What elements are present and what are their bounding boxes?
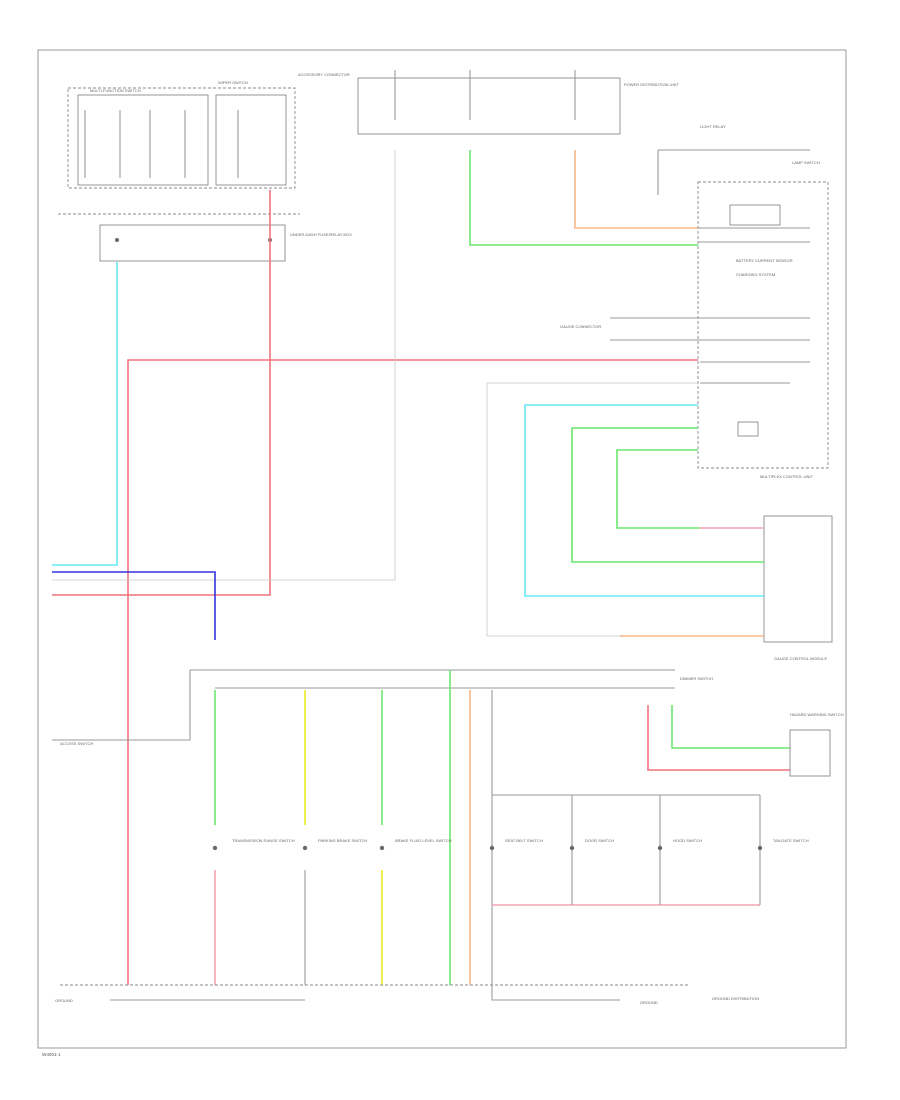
pdu-label: POWER DISTRIBUTION UNIT bbox=[624, 82, 679, 87]
gauge-control-module: GAUGE CONTROL MODULE bbox=[763, 515, 833, 661]
sw3-label: BRAKE FLUID LEVEL SWITCH bbox=[395, 838, 452, 843]
left-access-label: ACCESS SWITCH bbox=[60, 741, 93, 746]
ground-right-label: GROUND DISTRIBUTION bbox=[712, 996, 759, 1001]
meter-internal-wiring: GAUGE CONNECTOR bbox=[560, 227, 810, 384]
accessory-connector-label: ACCESSORY CONNECTOR bbox=[298, 72, 350, 77]
diagram-frame bbox=[37, 49, 847, 1049]
ground-left-label: GROUND bbox=[55, 998, 73, 1003]
cyan-wire-gauge bbox=[524, 404, 764, 597]
lamp-switch-label: LAMP SWITCH bbox=[792, 160, 820, 165]
sw6-label: HOOD SWITCH bbox=[673, 838, 702, 843]
sw2-contact bbox=[302, 845, 308, 851]
sw7-label: TAILGATE SWITCH bbox=[773, 838, 809, 843]
multiplex-control-unit: BATTERY CURRENT SENSOR CHARGING SYSTEM M… bbox=[657, 124, 829, 479]
grey-wire-gauge bbox=[486, 382, 698, 637]
green-wire-hazard bbox=[671, 705, 790, 749]
ground-mid-label: GROUND bbox=[640, 1000, 658, 1005]
green-wire-pdu bbox=[469, 150, 698, 246]
meter-module-label: MULTIPLEX CONTROL UNIT bbox=[760, 474, 813, 479]
fuse-relay-box: UNDER-DASH FUSE/RELAY BOX bbox=[99, 224, 352, 262]
footer-code: W4001-1 bbox=[42, 1052, 61, 1057]
sw3-contact bbox=[379, 845, 385, 851]
sw1-label: TRANSMISSION RANGE SWITCH bbox=[232, 838, 295, 843]
grey-drop-5 bbox=[491, 690, 620, 1001]
sw5-contact bbox=[569, 845, 575, 851]
meter-sub2-label: CHARGING SYSTEM bbox=[736, 272, 775, 277]
green-wire-gauge-1 bbox=[571, 427, 764, 563]
lamp-relay-label: LIGHT RELAY bbox=[700, 124, 726, 129]
combi-switch-label: MULTI-FUNCTION SWITCH bbox=[90, 88, 141, 93]
sw5-label: DOOR SWITCH bbox=[585, 838, 614, 843]
sw4-contact bbox=[489, 845, 495, 851]
hazard-label: HAZARD WARNING SWITCH bbox=[790, 712, 844, 717]
blue-wire bbox=[52, 571, 216, 640]
sw1-contact bbox=[212, 845, 218, 851]
access-wire bbox=[52, 670, 191, 741]
red-wire-hazard bbox=[647, 705, 790, 771]
orange-wire-pdu bbox=[574, 150, 698, 229]
gauge-connector-label: GAUGE CONNECTOR bbox=[560, 324, 601, 329]
green-wire-gauge-2 bbox=[616, 449, 700, 529]
hazard-switch bbox=[789, 729, 831, 777]
fuse-block-label: UNDER-DASH FUSE/RELAY BOX bbox=[290, 232, 352, 237]
red-wire-fuse bbox=[52, 190, 271, 596]
cyan-wire-fuse bbox=[52, 262, 118, 566]
sw4-label: SEAT BELT SWITCH bbox=[505, 838, 543, 843]
power-distribution-unit: POWER DISTRIBUTION UNIT bbox=[357, 70, 679, 135]
grey-wire-pdu bbox=[52, 150, 396, 581]
multi-function-switch: MULTI-FUNCTION SWITCH WIPER SWITCH ACCES… bbox=[67, 72, 350, 189]
sw2-label: PARKING BRAKE SWITCH bbox=[318, 838, 367, 843]
sw6-contact bbox=[657, 845, 663, 851]
sw7-contact bbox=[757, 845, 763, 851]
meter-sub1-label: BATTERY CURRENT SENSOR bbox=[736, 258, 793, 263]
wiper-switch-label: WIPER SWITCH bbox=[218, 80, 248, 85]
red-wire-meter bbox=[127, 359, 698, 985]
gauge-assy-label: GAUGE CONTROL MODULE bbox=[774, 656, 828, 661]
dimmer-label: DIMMER SWITCH bbox=[680, 676, 713, 681]
